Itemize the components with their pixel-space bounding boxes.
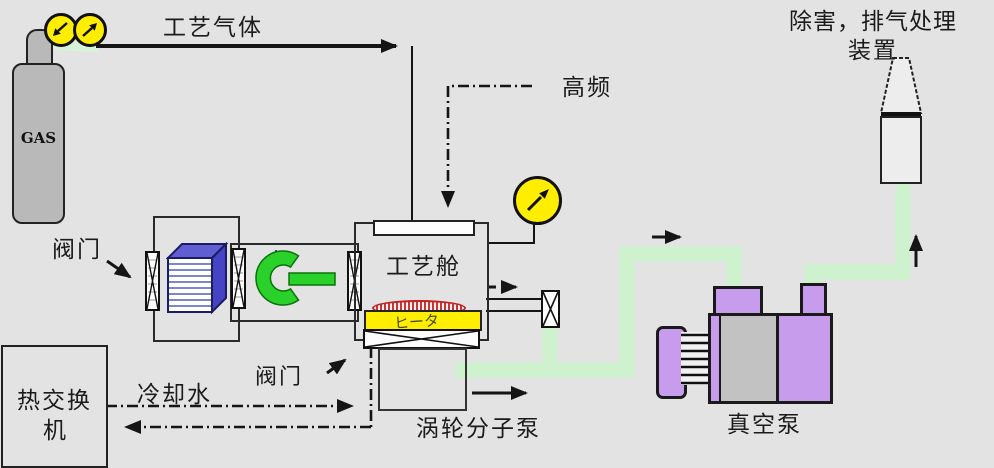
gas-cylinder: GAS [12,63,65,224]
chamber-gauge-icon [513,176,562,225]
cooling-water-label: 冷却水 [137,382,212,408]
heat-exchanger-box: 热交换 机 [1,345,108,468]
process-gas-label: 工艺气体 [163,15,263,41]
valve-callout-arrow-bottom [326,358,347,375]
vacuum-pump-body-gray-section [719,316,779,401]
heat-exchanger-label-line2: 机 [43,418,66,444]
abatement-label-line1: 除害，排气处理 [789,9,957,35]
iso-valve-icon [541,290,560,328]
gas-cylinder-label: GAS [20,129,57,147]
heater-plate: ヒータ [364,310,482,333]
cassette-icon [166,242,229,315]
valve-icon [145,251,160,311]
turbo-pump-box [378,348,467,411]
valve-icon [231,248,246,309]
gate-valve-icon [363,329,480,349]
vacuum-pump-label: 真空泵 [727,412,802,438]
heat-exchanger-label-line1: 热交换 [17,388,92,414]
pressure-gauge-icon [73,13,107,47]
rf-label: 高频 [562,75,612,101]
rf-line [441,84,532,208]
chamber-lid [373,220,475,236]
process-chamber-label: 工艺舱 [386,254,461,280]
turbo-pump-label: 涡轮分子泵 [416,416,541,442]
abatement-label-line2: 装置 [848,38,898,64]
gauge-needle-icon [82,23,97,37]
valve-callout-arrow-top [106,259,132,279]
gauge-stem-line [487,221,535,244]
chamber-side-pipe [486,298,541,312]
gauge-needle-icon [53,22,68,36]
valve-label-bottom: 阀门 [255,365,304,390]
vacuum-pipes [455,181,911,378]
vacuum-pump-body [708,313,833,404]
vacuum-pump-coupling [681,332,709,385]
robot-arm-icon [255,250,336,306]
valve-label-top: 阀门 [52,237,102,263]
gauge-needle-icon [526,189,549,212]
abatement-device [879,57,923,184]
